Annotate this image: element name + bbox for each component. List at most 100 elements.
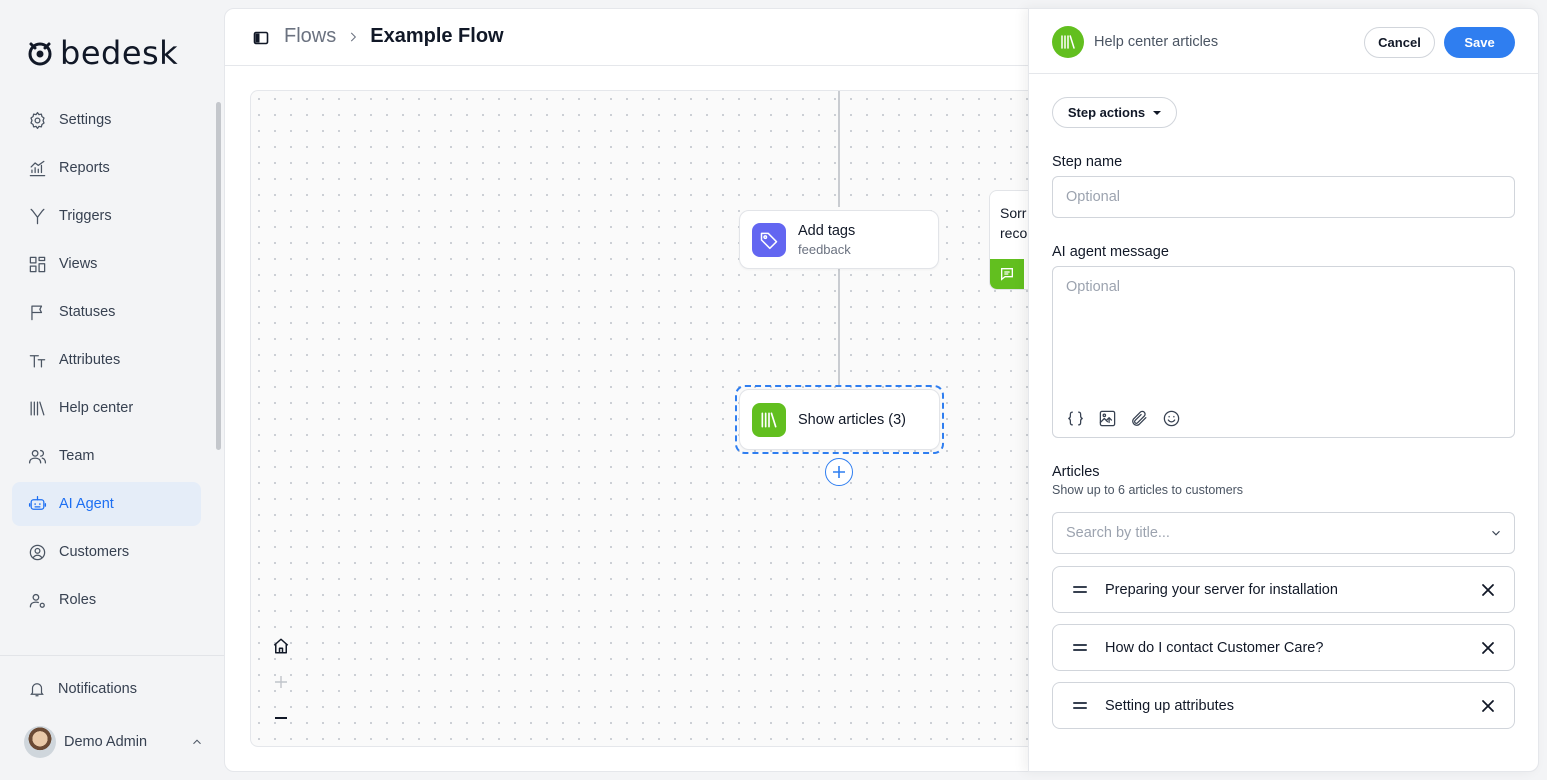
node-title: Add tags [798,222,856,239]
drag-handle-icon[interactable] [1073,586,1087,593]
notifications-link[interactable]: Notifications [28,680,137,698]
drag-handle-icon[interactable] [1073,644,1087,651]
message-label: AI agent message [1052,244,1169,260]
drawer-title: Help center articles [1094,34,1219,50]
home-icon[interactable] [270,635,292,657]
user-name: Demo Admin [64,734,148,750]
sidebar-item-attributes[interactable]: Attributes [12,338,201,382]
message-editor [1052,266,1515,438]
article-search-select[interactable] [1052,512,1515,554]
sidebar-scrollbar[interactable] [216,102,221,450]
sidebar-item-statuses[interactable]: Statuses [12,290,201,334]
node-title: Show articles (3) [798,411,906,428]
topbar: Flows Example Flow [225,9,1538,66]
sidebar-item-label: Attributes [59,352,121,368]
step-name-input[interactable] [1052,176,1515,218]
library-icon [30,401,45,415]
sidebar-item-label: Customers [59,544,130,560]
node-text-line: reco [1000,225,1028,241]
save-button[interactable]: Save [1444,27,1515,58]
user-menu[interactable]: Demo Admin [24,726,204,758]
flag-icon [31,305,43,320]
text-icon [29,354,46,367]
chart-icon [29,160,46,176]
fork-icon [30,208,45,224]
close-icon[interactable] [1480,640,1496,656]
add-step-button[interactable] [825,458,853,486]
brand-logo[interactable]: bedesk [26,34,178,72]
sidebar-item-settings[interactable]: Settings [12,98,201,142]
brand-name: bedesk [60,34,179,72]
step-actions-label: Step actions [1067,105,1146,120]
sidebar-item-label: Statuses [59,304,116,320]
sidebar-item-reports[interactable]: Reports [12,146,201,190]
sidebar-item-team[interactable]: Team [12,434,201,478]
sidebar-item-label: Help center [59,400,134,416]
sidebar-toggle-icon[interactable] [253,30,269,46]
image-upload-icon[interactable] [1096,407,1118,429]
chevron-right-icon [351,32,357,41]
breadcrumb: Flows Example Flow [284,25,504,48]
emoji-icon[interactable] [1160,407,1182,429]
zoom-out-icon[interactable] [270,707,292,729]
close-icon[interactable] [1480,582,1496,598]
chevron-down-icon[interactable] [1489,526,1503,540]
sidebar-nav: Settings Reports Triggers Views Statuses… [12,98,201,626]
sidebar-item-label: Roles [59,592,97,608]
chevron-up-icon [193,739,201,745]
sidebar-item-ai-agent[interactable]: AI Agent [12,482,201,526]
variable-braces-icon[interactable] [1064,407,1086,429]
flow-edge [838,269,840,386]
article-search-input[interactable] [1052,512,1515,554]
sidebar-item-roles[interactable]: Roles [12,578,201,622]
bell-icon [30,683,44,697]
step-actions-dropdown[interactable]: Step actions [1052,97,1177,128]
cancel-button[interactable]: Cancel [1364,27,1435,58]
article-item[interactable]: Setting up attributes [1052,682,1515,729]
node-selection-outline [735,385,944,454]
chat-icon [990,259,1024,289]
sidebar-item-views[interactable]: Views [12,242,201,286]
articles-label: Articles [1052,464,1100,480]
sidebar-item-customers[interactable]: Customers [12,530,201,574]
notifications-label: Notifications [58,681,137,697]
articles-help-text: Show up to 6 articles to customers [1052,483,1244,497]
user-gear-icon [29,593,45,608]
grid-icon [29,256,46,272]
users-icon [28,449,47,463]
gear-icon [30,111,45,129]
paperclip-icon[interactable] [1128,407,1150,429]
article-item[interactable]: Preparing your server for installation [1052,566,1515,613]
tag-icon [752,222,786,257]
article-item[interactable]: How do I contact Customer Care? [1052,624,1515,671]
caret-down-icon [1153,110,1162,115]
sidebar-item-triggers[interactable]: Triggers [12,194,201,238]
article-title: How do I contact Customer Care? [1105,639,1324,656]
sidebar-item-label: Triggers [59,208,112,224]
drawer-header: Help center articles Cancel Save [1029,9,1538,74]
node-subtitle: feedback [798,241,851,257]
step-name-label: Step name [1052,154,1123,170]
message-textarea[interactable] [1053,267,1514,387]
plus-icon [833,466,845,478]
sidebar-divider [0,655,224,656]
step-drawer: Help center articles Cancel Save Step ac… [1028,8,1539,772]
drag-handle-icon[interactable] [1073,702,1087,709]
breadcrumb-flows[interactable]: Flows [284,25,337,47]
sidebar-item-label: Team [59,448,95,464]
node-show-articles[interactable]: Show articles (3) [739,389,940,450]
user-circle-icon [29,544,46,560]
sidebar-item-help-center[interactable]: Help center [12,386,201,430]
article-title: Preparing your server for installation [1105,581,1338,598]
library-icon [752,402,786,437]
flow-edge [838,91,840,207]
sidebar-item-label: Reports [59,160,110,176]
sidebar: bedesk Settings Reports Triggers Views S… [0,0,224,780]
logo-icon [28,42,52,66]
sidebar-item-label: Settings [59,112,112,128]
close-icon[interactable] [1480,698,1496,714]
bot-icon [28,495,47,510]
zoom-in-icon[interactable] [270,671,292,693]
node-add-tags[interactable]: Add tags feedback [739,210,939,269]
library-icon [1052,26,1084,58]
